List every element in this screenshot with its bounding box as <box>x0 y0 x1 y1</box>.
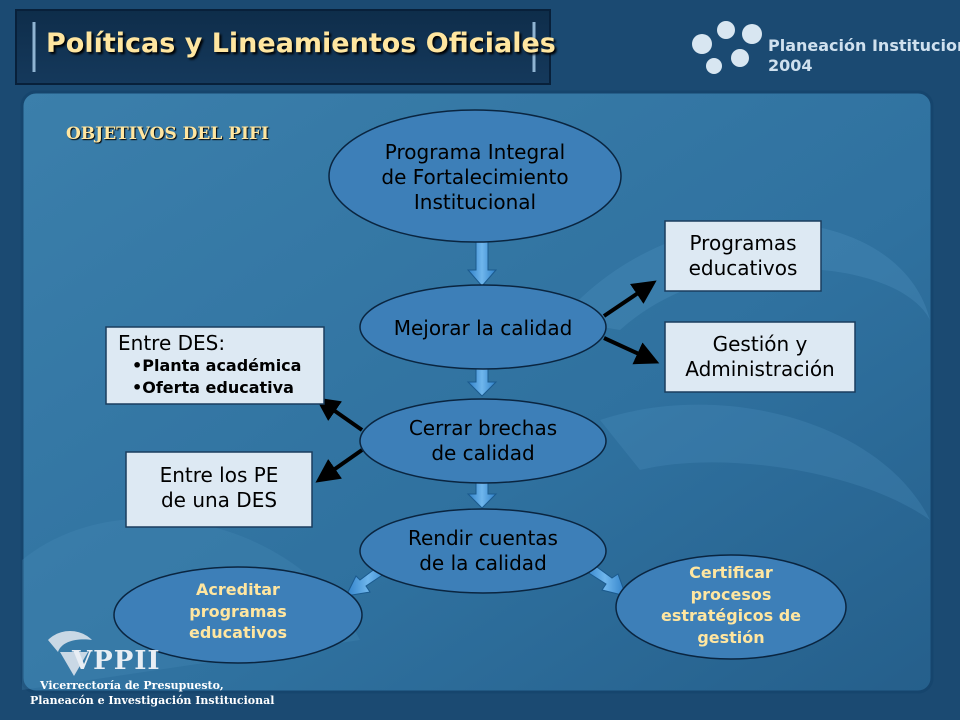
node-entre-pe-shape <box>125 451 313 528</box>
vppii-emblem-icon <box>48 631 92 676</box>
list-item: •Planta académica <box>132 356 302 375</box>
node-certificar-shape <box>615 554 847 660</box>
footer-line-2: Planeacón e Investigación Institucional <box>30 694 275 707</box>
node-rendir-shape <box>359 508 607 594</box>
arrow-cerrar-to-entre-des <box>315 397 364 432</box>
brand-year: 2004 <box>768 56 813 75</box>
node-entre-des-shape <box>105 326 325 405</box>
node-programas-shape <box>664 220 822 292</box>
list-item: •Oferta educativa <box>132 378 294 398</box>
footer-logo: VPPII <box>72 646 161 676</box>
arrow-pifi-to-mejorar <box>466 241 498 287</box>
arrow-cerrar-to-entre-pe <box>315 448 364 483</box>
page-title: Políticas y Lineamientos Oficiales <box>46 28 556 59</box>
entre-des-list: •Planta académica •Oferta educativa <box>118 355 318 400</box>
brand-name: Planeación Institucional <box>768 36 960 55</box>
brand-logo-icon <box>692 21 762 74</box>
title-box <box>15 9 551 85</box>
node-mejorar-label: Mejorar la calidad <box>393 316 573 340</box>
arrow-mejorar-to-cerrar <box>466 367 498 397</box>
arrow-mejorar-to-programas <box>602 280 657 318</box>
section-title: OBJETIVOS DEL PIFI <box>66 124 270 144</box>
node-entre-des-label: Entre DES: •Planta académica •Oferta edu… <box>118 331 318 400</box>
node-acreditar-shape <box>113 566 363 664</box>
node-cerrar-shape <box>359 398 607 484</box>
node-pifi-shape <box>328 109 622 243</box>
arrow-cerrar-to-rendir <box>466 481 498 509</box>
node-gestion-shape <box>664 321 856 393</box>
node-mejorar-shape <box>359 284 607 370</box>
footer-line-1: Vicerrectoría de Presupuesto, <box>40 679 224 692</box>
entre-des-title: Entre DES: <box>118 331 226 355</box>
arrow-mejorar-to-gestion <box>603 336 660 365</box>
